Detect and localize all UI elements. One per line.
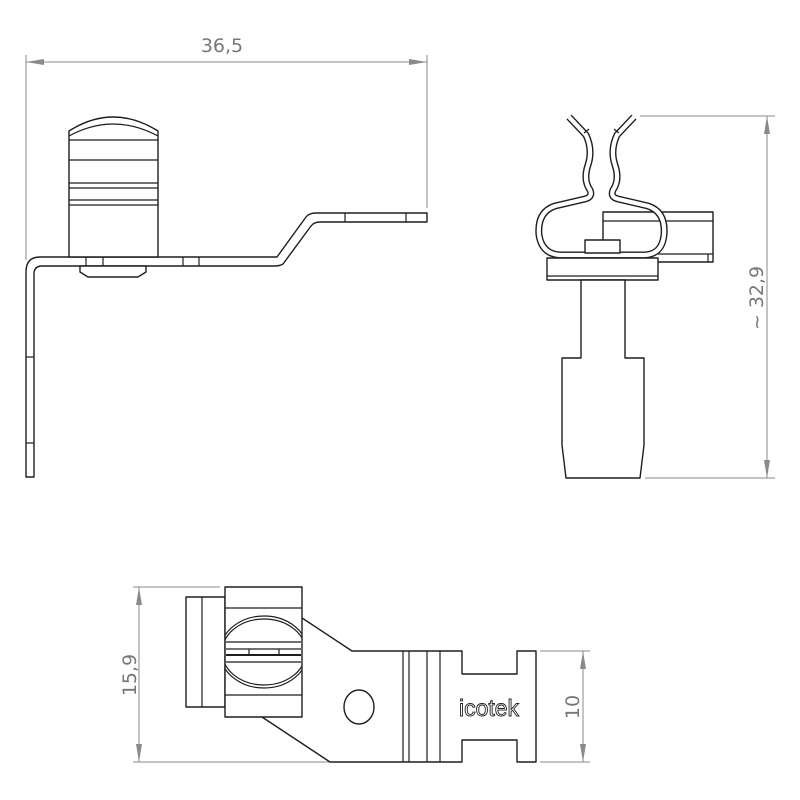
shaft [561,279,645,479]
dimension-label: ~ 32,9 [746,266,768,330]
dimension-label: 15,9 [119,654,141,696]
dimension-height-side: ~ 32,9 [640,115,775,479]
clamp-block-bottom [224,586,303,718]
bracket [25,212,428,478]
washer [79,265,147,278]
bottom-view: 15,9 10 icotek [119,586,590,763]
dimension-label: 36,5 [201,35,243,57]
bracket-bottom [261,609,537,763]
dimension-width-top: 36,5 [25,35,428,260]
base-plate [546,257,659,281]
dimension-label: 10 [562,695,584,719]
spring-wire [535,114,668,259]
front-view: 36,5 [25,35,428,478]
dimension-width-bottom: 10 [540,650,590,763]
icotek-logo: icotek [459,695,520,721]
knob [68,116,159,258]
dimension-height-bottom: 15,9 [119,586,330,763]
mounting-hole [343,689,375,725]
side-view: ~ 32,9 [535,114,775,479]
